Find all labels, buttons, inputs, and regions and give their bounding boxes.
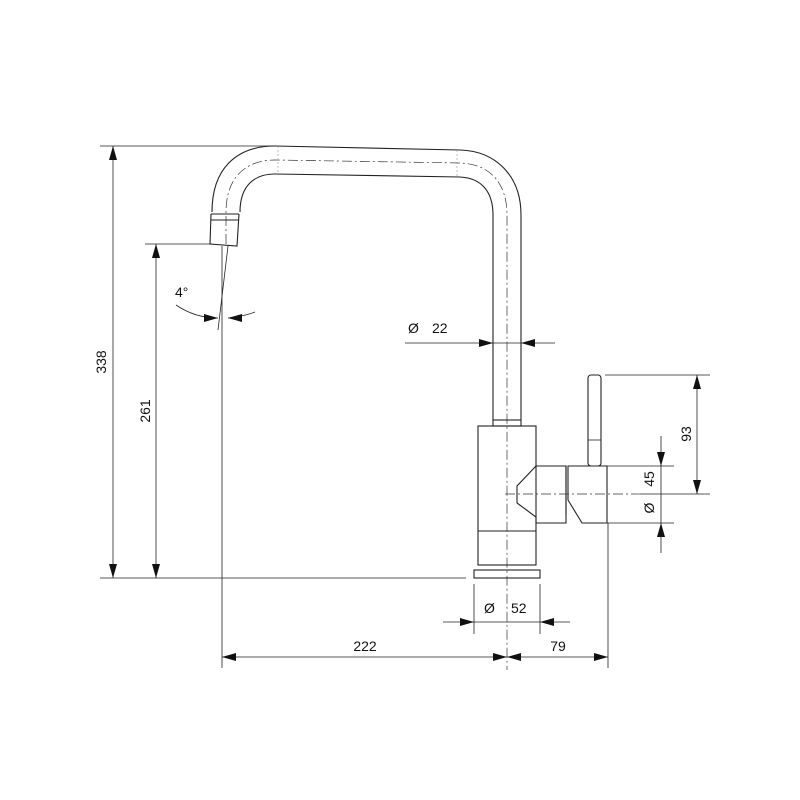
dim-spout-angle: 4° xyxy=(175,284,188,300)
dim-handle-reach: 79 xyxy=(550,638,566,654)
dim-handle-diameter-symbol: Ø xyxy=(641,502,657,513)
dim-base-diameter: 52 xyxy=(511,600,527,616)
faucet-body xyxy=(473,374,640,579)
dim-spout-reach: 222 xyxy=(353,638,377,654)
extension-lines xyxy=(100,145,710,668)
dim-total-height: 338 xyxy=(93,350,109,374)
dim-handle-height: 93 xyxy=(678,426,694,442)
dim-spout-diameter: 22 xyxy=(432,320,448,336)
dim-spout-height: 261 xyxy=(137,399,153,423)
dim-handle-diameter: 45 xyxy=(641,471,657,487)
dimension-lines xyxy=(109,146,701,661)
dim-spout-diameter-symbol: Ø xyxy=(408,320,419,336)
dim-base-diameter-symbol: Ø xyxy=(484,600,495,616)
spout xyxy=(209,145,522,670)
